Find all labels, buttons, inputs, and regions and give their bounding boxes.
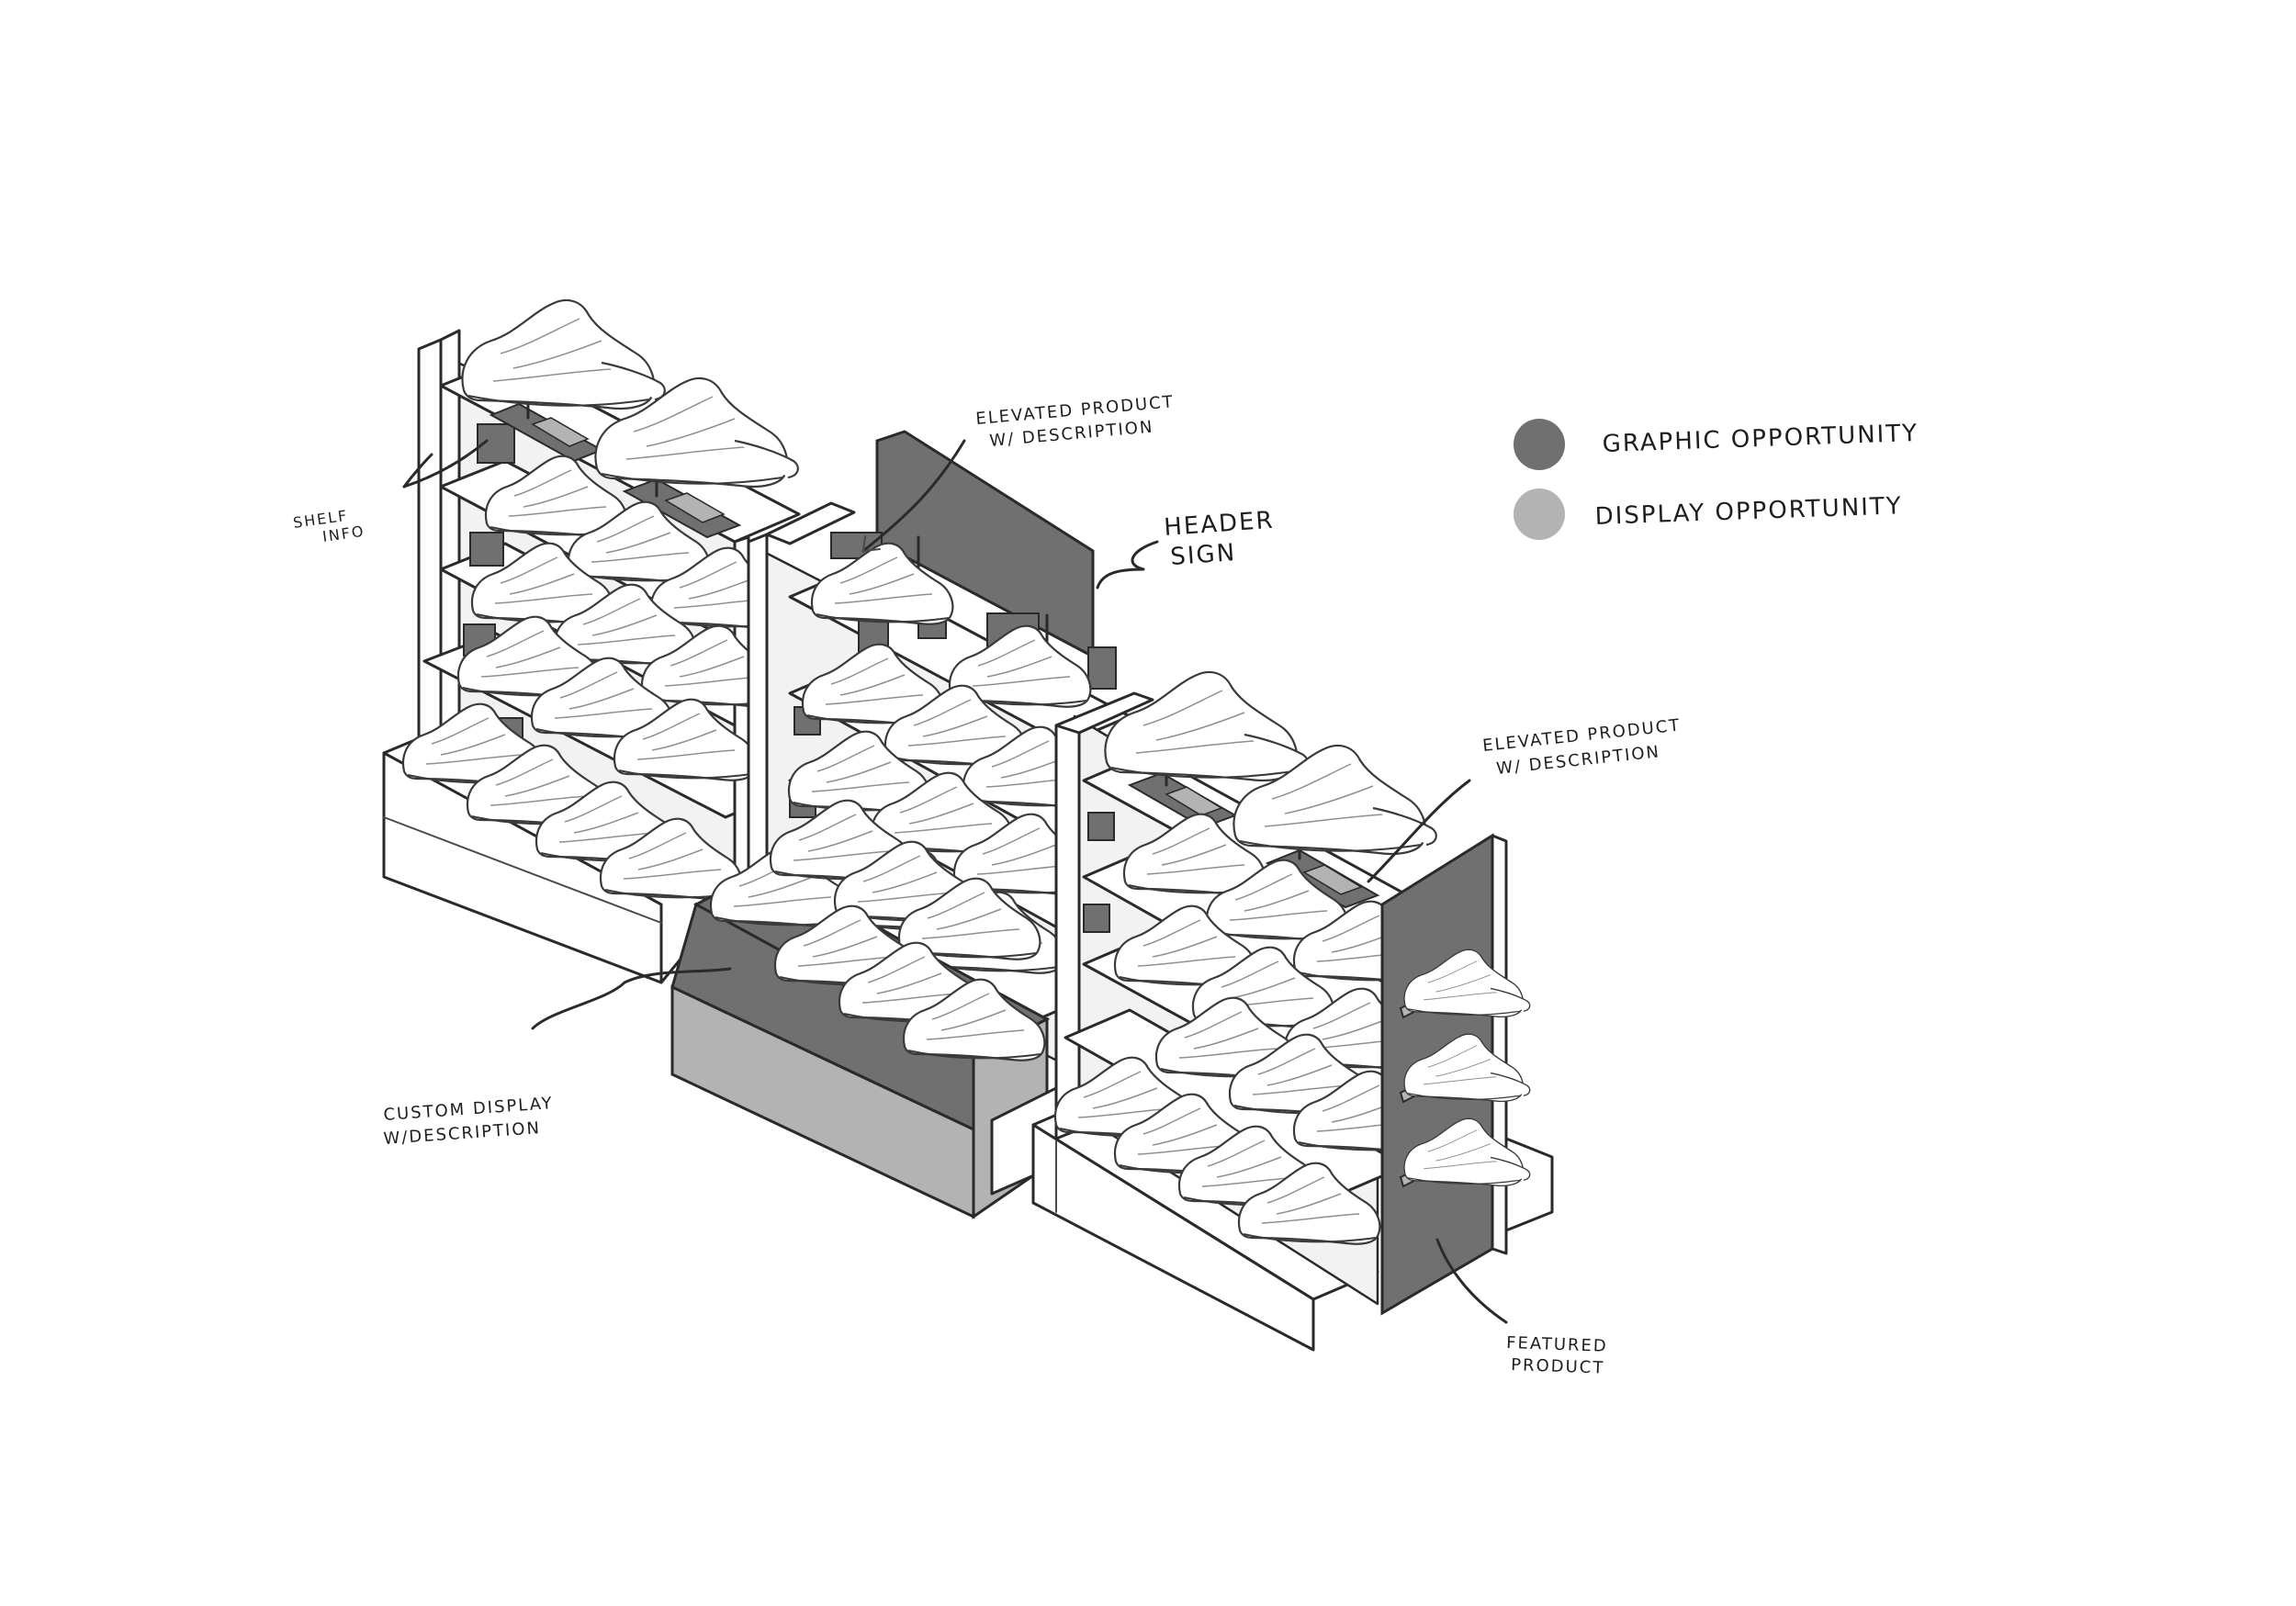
middle-top-rail	[765, 501, 856, 545]
shelf-info-graphic-2	[469, 532, 504, 567]
callout-leaders	[402, 439, 1508, 1324]
left-gondola	[382, 298, 801, 984]
legend-swatch-display	[1514, 489, 1565, 540]
elevated-shoe-left-1	[461, 298, 666, 410]
label-header-line1: HEADER	[1163, 507, 1275, 542]
label-featured-line2: PRODUCT	[1511, 1355, 1605, 1378]
right-base-front	[1031, 1123, 1315, 1352]
right-left-upright	[1054, 714, 1081, 1140]
label-header-line2: SIGN	[1169, 539, 1237, 571]
legend-swatch-graphic	[1514, 419, 1565, 470]
legend: GRAPHIC OPPORTUNITY DISPLAY OPPORTUNITY	[1514, 419, 1919, 540]
elevated-shoe-right-1	[1104, 670, 1309, 782]
label-featured-line1: FEATURED	[1506, 1333, 1608, 1356]
left-upright	[417, 338, 443, 746]
legend-label-display: DISPLAY OPPORTUNITY	[1594, 492, 1903, 531]
featured-product-shelves	[1399, 949, 1531, 1188]
legend-label-graphic: GRAPHIC OPPORTUNITY	[1602, 420, 1919, 458]
right-gondola	[1031, 670, 1554, 1352]
